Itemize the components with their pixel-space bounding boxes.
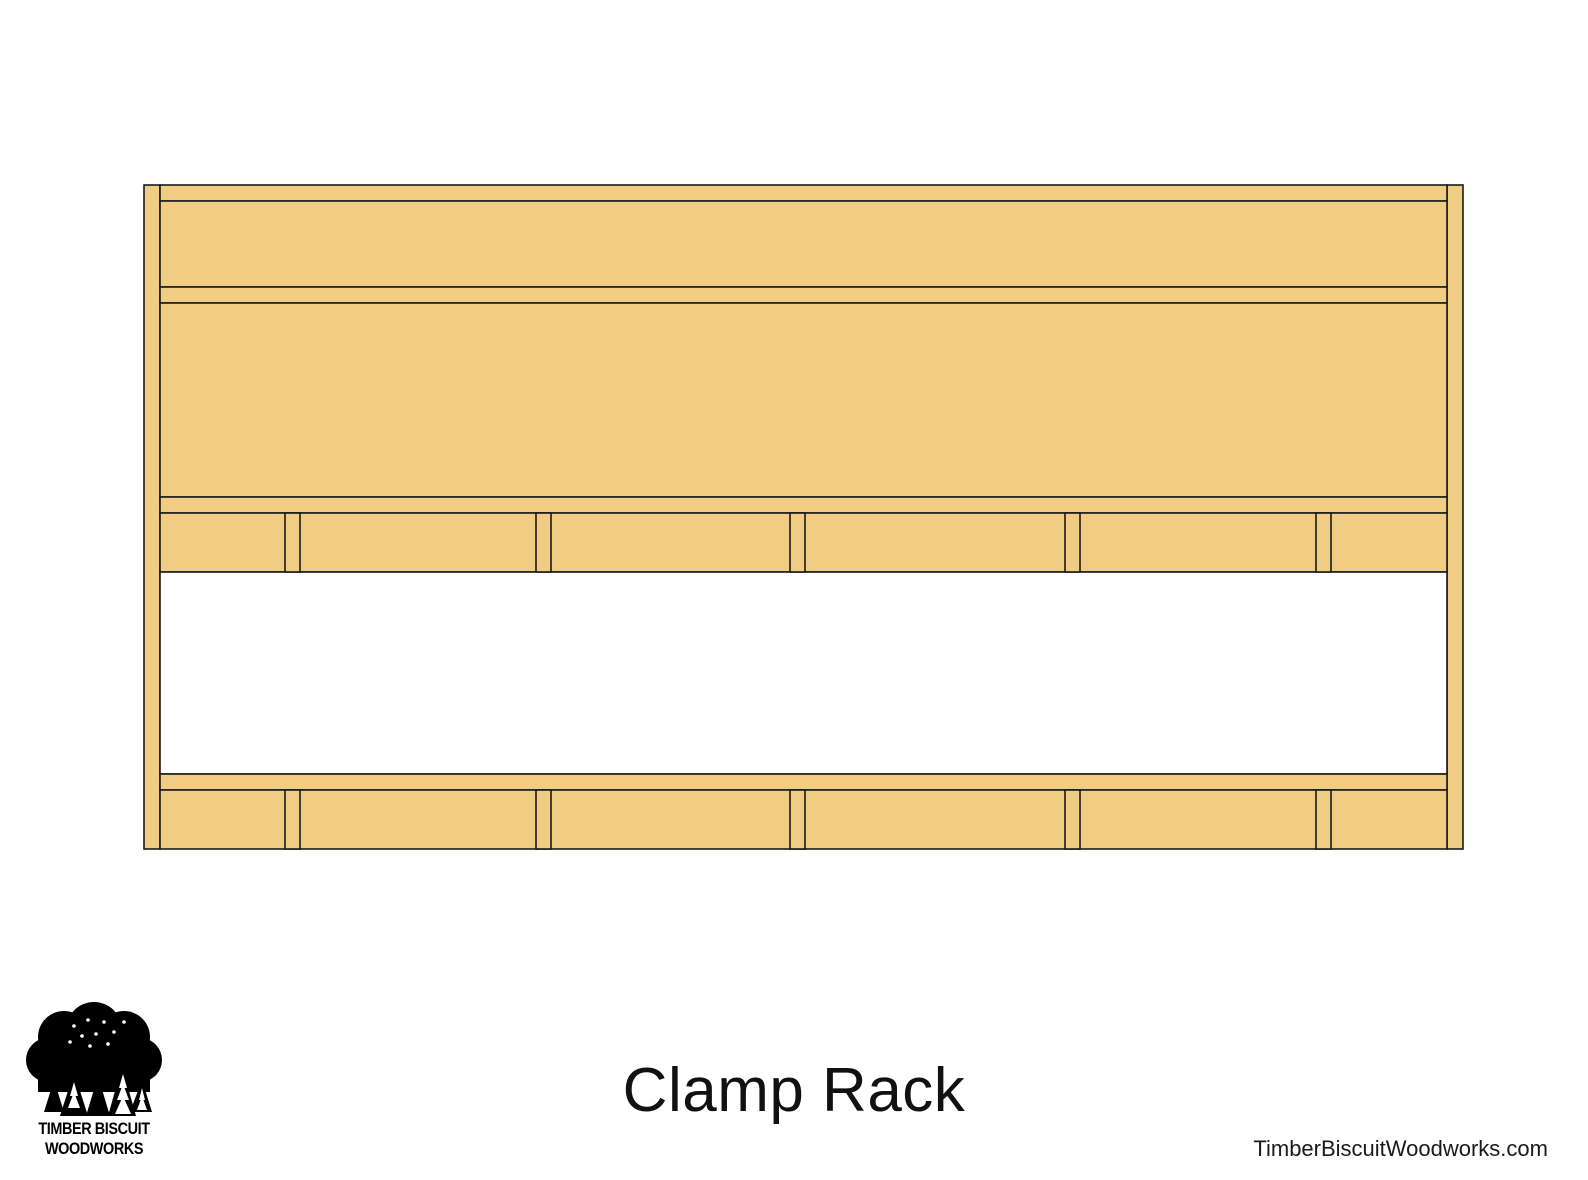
lower-clamp-divider-1 bbox=[284, 789, 301, 850]
lower-rail bbox=[159, 773, 1448, 791]
back-panel bbox=[159, 302, 1448, 498]
website-url: TimberBiscuitWoodworks.com bbox=[1253, 1136, 1548, 1161]
lower-clamp-divider-3 bbox=[789, 789, 806, 850]
lower-clamp-divider-5 bbox=[1315, 789, 1332, 850]
tree-cloud-logo-icon bbox=[26, 1002, 162, 1116]
lower-clamp-divider-2 bbox=[535, 789, 552, 850]
upper-clamp-divider-1 bbox=[284, 512, 301, 573]
upper-clamp-divider-5 bbox=[1315, 512, 1332, 573]
lower-clamp-divider-4 bbox=[1064, 789, 1081, 850]
middle-rail-1 bbox=[159, 286, 1448, 304]
upper-clamp-divider-2 bbox=[535, 512, 552, 573]
open-gap bbox=[159, 571, 1448, 775]
upper-clamp-divider-4 bbox=[1064, 512, 1081, 573]
clamp-rack bbox=[143, 184, 1464, 850]
upper-clamp-divider-3 bbox=[789, 512, 806, 573]
upper-panel bbox=[159, 200, 1448, 288]
left-side-post bbox=[143, 184, 161, 850]
middle-rail-2 bbox=[159, 496, 1448, 514]
logo-text-line2: WOODWORKS bbox=[44, 1139, 144, 1158]
top-rail bbox=[159, 184, 1448, 202]
logo-text-line1: TIMBER BISCUIT bbox=[38, 1119, 150, 1138]
brand-logo: TIMBER BISCUIT WOODWORKS bbox=[24, 992, 164, 1167]
drawing-title: Clamp Rack bbox=[622, 1056, 966, 1125]
right-side-post bbox=[1446, 184, 1464, 850]
